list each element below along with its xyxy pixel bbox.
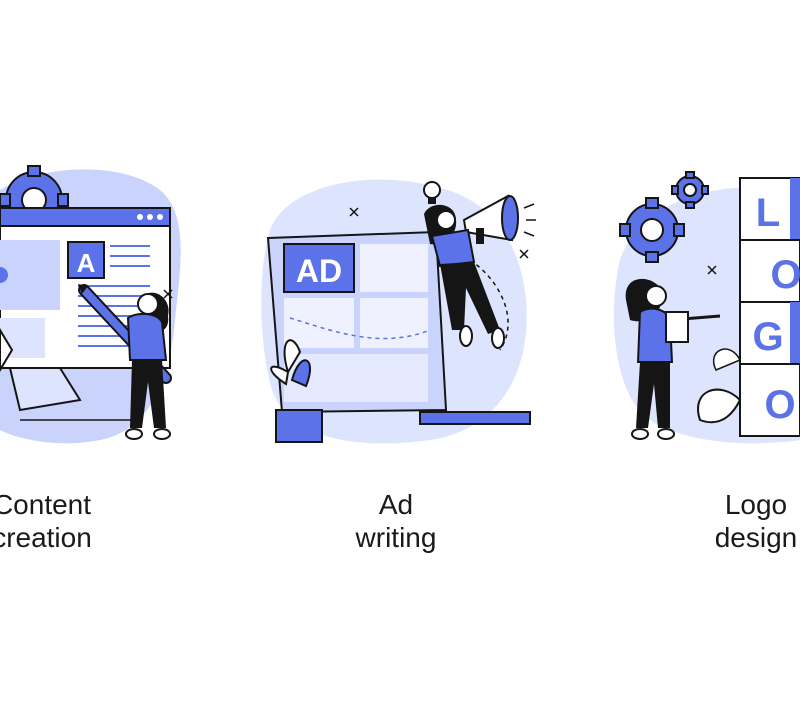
caption-line: creation	[0, 522, 92, 553]
ad-writing-illustration: AD	[261, 179, 536, 444]
lightbulb-icon	[423, 181, 441, 204]
caption-line: writing	[355, 522, 437, 553]
sparkle-icon	[349, 207, 529, 259]
caption-line: design	[714, 522, 798, 553]
plant-icon	[270, 339, 323, 443]
logo-design-illustration: L O G O	[613, 171, 800, 444]
letter-o-bottom: O	[764, 383, 795, 427]
ad-writing-caption: Ad writing	[276, 488, 516, 554]
woman-icon	[424, 204, 505, 349]
logo-letter-blocks: L O G O	[739, 177, 800, 437]
content-badge: A	[77, 248, 96, 278]
document-icon	[0, 328, 14, 372]
letter-l: L	[756, 191, 780, 235]
sparkle-icon	[707, 265, 717, 275]
logo-design-caption: Logo design	[636, 488, 800, 554]
caption-line: Ad	[378, 489, 414, 520]
sparkle-icon	[163, 289, 173, 299]
letter-g: G	[752, 315, 783, 359]
woman-icon	[125, 292, 171, 440]
letter-o: O	[770, 253, 800, 297]
content-creation-illustration: A	[0, 165, 181, 444]
ad-badge: AD	[296, 253, 342, 289]
caption-line: Content	[0, 489, 92, 520]
gear-icon	[619, 197, 685, 263]
leaf-icon	[697, 348, 742, 424]
gear-icon	[671, 171, 709, 209]
caption-line: Logo	[724, 489, 788, 520]
megaphone-icon	[462, 194, 536, 244]
woman-icon	[625, 278, 721, 440]
content-creation-caption: Content creation	[0, 488, 162, 554]
clipboard-icon	[665, 311, 689, 343]
